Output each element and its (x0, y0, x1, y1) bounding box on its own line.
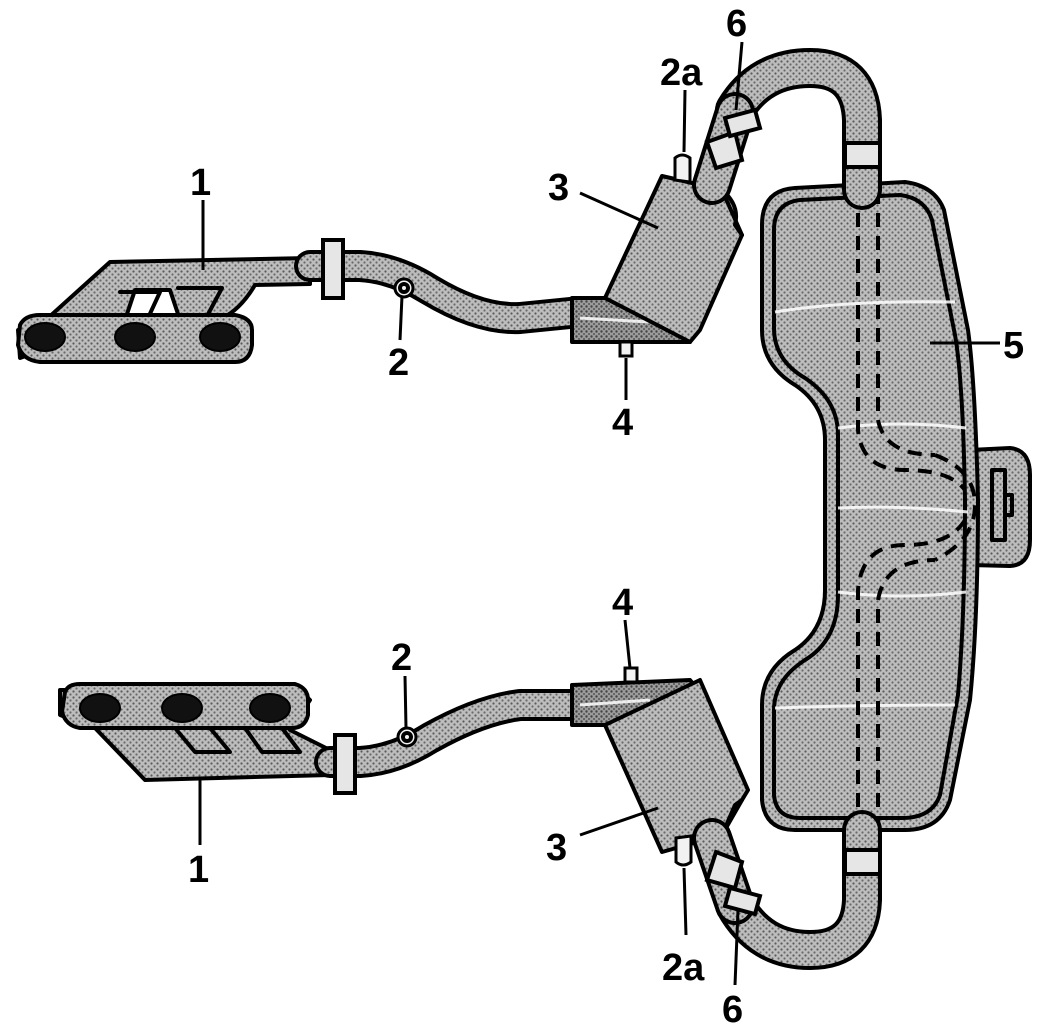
callout-lambda-sensor-bottom: 2 (391, 637, 412, 679)
callout-catalytic-converter-top: 3 (548, 167, 569, 209)
connecting-sleeve-top (704, 129, 745, 171)
callout-rear-silencer: 5 (1003, 325, 1024, 367)
callout-labels: 1 2 2a 3 4 6 5 1 2 4 3 2a 6 (188, 3, 1024, 1030)
callout-catalytic-converter-bottom: 3 (546, 827, 567, 869)
callout-test-pipe-top: 4 (612, 402, 633, 444)
silencer-inner-rim (772, 193, 967, 820)
callout-lambda-sensor-after-bottom: 2a (662, 947, 705, 989)
callout-lambda-sensor-top: 2 (388, 342, 409, 384)
upper-exhaust-bank (16, 92, 763, 364)
rear-silencer (760, 180, 1032, 832)
test-pipe-top (618, 340, 634, 358)
lower-exhaust-bank (58, 666, 763, 925)
callout-test-pipe-bottom: 4 (612, 582, 633, 624)
upper-loop-pipe (715, 48, 882, 210)
silencer-tailpipe-box (968, 446, 1032, 568)
callout-connecting-sleeve-top: 6 (726, 3, 747, 45)
callout-exhaust-manifold-bottom: 1 (188, 849, 209, 891)
lambda-sensor-bottom (396, 726, 418, 748)
tailpipe-outlet (990, 468, 1007, 542)
callout-connecting-sleeve-bottom: 6 (722, 989, 743, 1030)
leader-lines (198, 41, 1000, 986)
lambda-sensor-after-top (673, 153, 692, 184)
lambda-sensor-top (393, 277, 415, 299)
lambda-sensor-after-bottom (674, 834, 693, 867)
callout-exhaust-manifold-top: 1 (190, 162, 211, 204)
test-pipe-bottom (623, 666, 639, 684)
callout-lambda-sensor-after-top: 2a (660, 52, 703, 94)
lower-loop-pipe (715, 810, 882, 970)
